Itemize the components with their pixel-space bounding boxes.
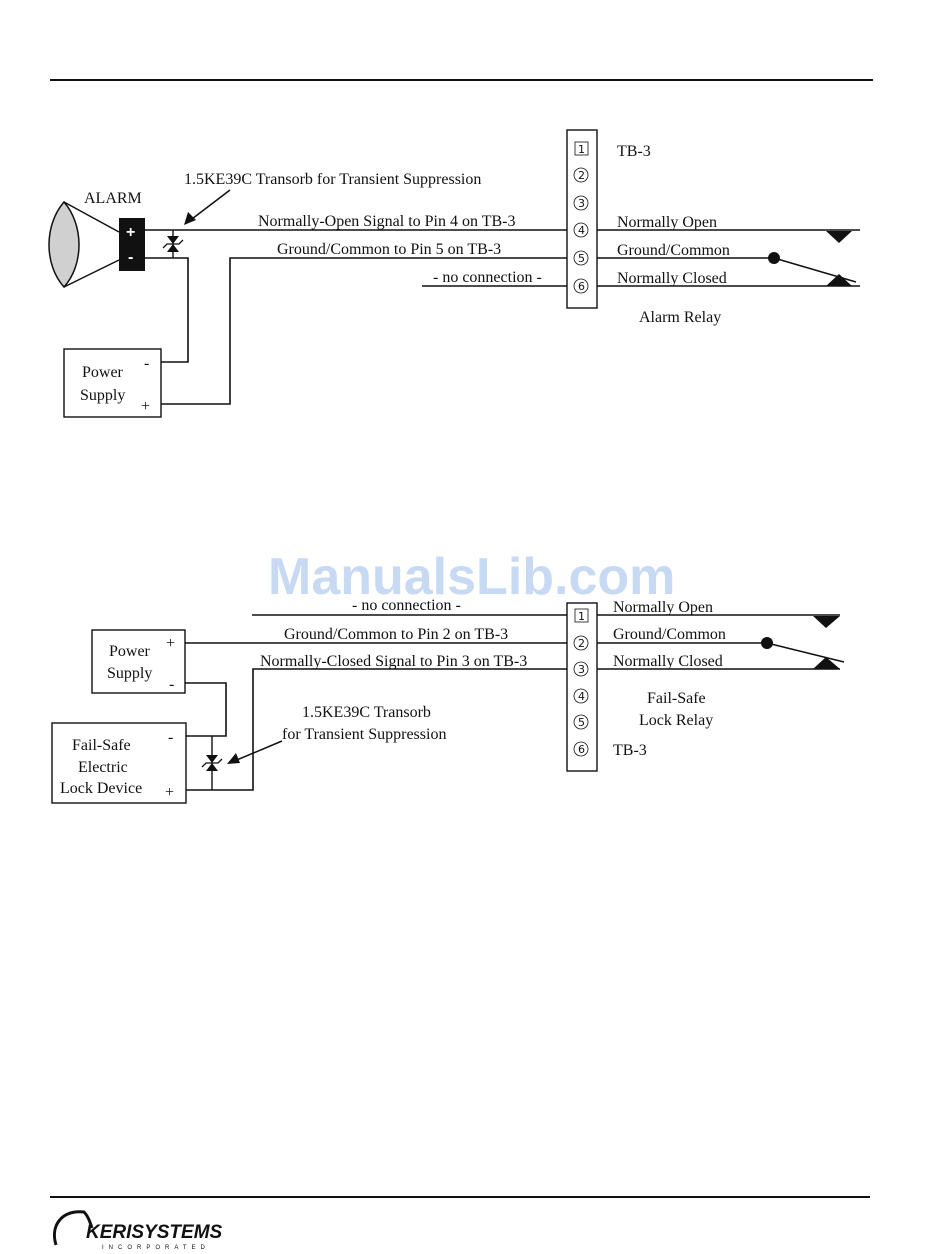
alarm-pin-2-marker [573, 167, 589, 183]
alarm-relay-no-label: Normally Open [617, 214, 717, 231]
watermark: ManualsLib.com [268, 548, 675, 606]
lock-pin-3-marker [573, 661, 589, 677]
alarm-pin-2: 2 [578, 169, 585, 182]
transorb-arrow-icon [184, 189, 231, 225]
lock-power-supply-line1: Power [109, 643, 151, 660]
lock-relay-label-line1: Fail-Safe [647, 690, 706, 707]
alarm-relay-switch-icon [768, 231, 857, 286]
alarm-relay-diagram: ALARM + - 1.5KE39C Transorb for Transien… [48, 129, 860, 418]
logo-text: KERISYSTEMS [86, 1222, 223, 1243]
alarm-pin-4: 4 [578, 224, 585, 237]
alarm-relay-label: Alarm Relay [639, 309, 721, 326]
lock-device-plus: + [165, 784, 174, 801]
lock-device-minus: - [168, 729, 173, 746]
transorb-diode-icon [162, 230, 184, 258]
transorb-label: 1.5KE39C Transorb for Transient Suppress… [184, 171, 481, 188]
alarm-tb3-pins: 1 2 3 4 5 6 [573, 141, 589, 294]
alarm-pin-6-marker [573, 278, 589, 294]
lock-tb3-label: TB-3 [613, 742, 647, 759]
lock-device-box [51, 722, 187, 804]
lock-relay-diagram: - no connection - Ground/Common to Pin 2… [51, 597, 845, 804]
alarm-power-supply-line2: Supply [80, 387, 125, 404]
alarm-plus-terminal: + [126, 224, 135, 241]
keri-systems-logo: KERISYSTEMS INCORPORATED [53, 1210, 223, 1251]
alarm-pin-5-marker [573, 250, 589, 266]
lock-pin-2-marker [573, 635, 589, 651]
lock-relay-no-label: Normally Open [613, 599, 713, 616]
alarm-terminal-block [119, 218, 145, 271]
alarm-tb3-block [566, 129, 598, 309]
alarm-ps-plus: + [141, 398, 150, 415]
alarm-nc-wire-label: - no connection - [433, 269, 542, 286]
lock-nc-signal-wire-label: Normally-Closed Signal to Pin 3 on TB-3 [260, 653, 527, 670]
lock-relay-label-line2: Lock Relay [639, 712, 713, 729]
lock-pin-5: 5 [578, 716, 585, 729]
lock-ps-plus: + [166, 635, 175, 652]
alarm-pin-3: 3 [578, 197, 585, 210]
lock-minus-wire [185, 682, 227, 737]
lock-nc-wire-label: - no connection - [352, 597, 461, 614]
lock-pin-2: 2 [578, 637, 585, 650]
lock-tb3-pins: 1 2 3 4 5 6 [573, 608, 589, 757]
alarm-label: ALARM [84, 190, 142, 207]
lock-pin-6: 6 [578, 743, 585, 756]
alarm-pin-3-marker [573, 195, 589, 211]
lock-pin-1: 1 [578, 610, 585, 623]
alarm-minus-terminal: - [128, 249, 133, 266]
lock-device-line1: Fail-Safe [72, 737, 131, 754]
lock-pin-4-marker [573, 688, 589, 704]
alarm-relay-gnd-label: Ground/Common [617, 242, 730, 259]
lock-pin-5-marker [573, 714, 589, 730]
lock-ground-wire-label: Ground/Common to Pin 2 on TB-3 [284, 626, 508, 643]
alarm-power-supply-line1: Power [82, 364, 124, 381]
alarm-pin-1-marker [574, 141, 589, 156]
alarm-pin-5: 5 [578, 252, 585, 265]
lock-power-supply-line2: Supply [107, 665, 152, 682]
lock-relay-switch-icon [761, 616, 845, 669]
lock-ps-minus: - [169, 676, 174, 693]
alarm-tb3-label: TB-3 [617, 143, 651, 160]
lock-tb3-block [566, 602, 598, 772]
lock-nc-signal-wire [186, 668, 840, 791]
lock-relay-nc-label: Normally Closed [613, 653, 723, 670]
alarm-minus-wire [145, 257, 189, 363]
alarm-no-wire-label: Normally-Open Signal to Pin 4 on TB-3 [258, 213, 515, 230]
lock-pin-4: 4 [578, 690, 585, 703]
alarm-pin-1: 1 [578, 143, 585, 156]
alarm-ground-wire [161, 257, 567, 405]
alarm-horn-icon [48, 200, 120, 289]
lock-relay-gnd-label: Ground/Common [613, 626, 726, 643]
lock-pin-3: 3 [578, 663, 585, 676]
alarm-relay-nc-label: Normally Closed [617, 270, 727, 287]
logo-swoosh-icon [53, 1210, 94, 1246]
lock-power-supply-box [91, 629, 186, 694]
alarm-ground-wire-label: Ground/Common to Pin 5 on TB-3 [277, 241, 501, 258]
lock-device-line3: Lock Device [60, 780, 142, 797]
alarm-pin-6: 6 [578, 280, 585, 293]
lock-device-line2: Electric [78, 759, 128, 776]
lock-pin-6-marker [573, 741, 589, 757]
alarm-ps-minus: - [144, 355, 149, 372]
logo-subtext: INCORPORATED [102, 1245, 210, 1251]
lock-transorb-label-line1: 1.5KE39C Transorb [302, 704, 431, 721]
alarm-power-supply-box [63, 348, 162, 418]
lock-transorb-label-line2: for Transient Suppression [282, 726, 446, 743]
lock-transorb-arrow-icon [227, 740, 283, 764]
lock-transorb-diode-icon [201, 736, 223, 790]
lock-pin-1-marker [574, 608, 589, 623]
alarm-pin-4-marker [573, 222, 589, 238]
